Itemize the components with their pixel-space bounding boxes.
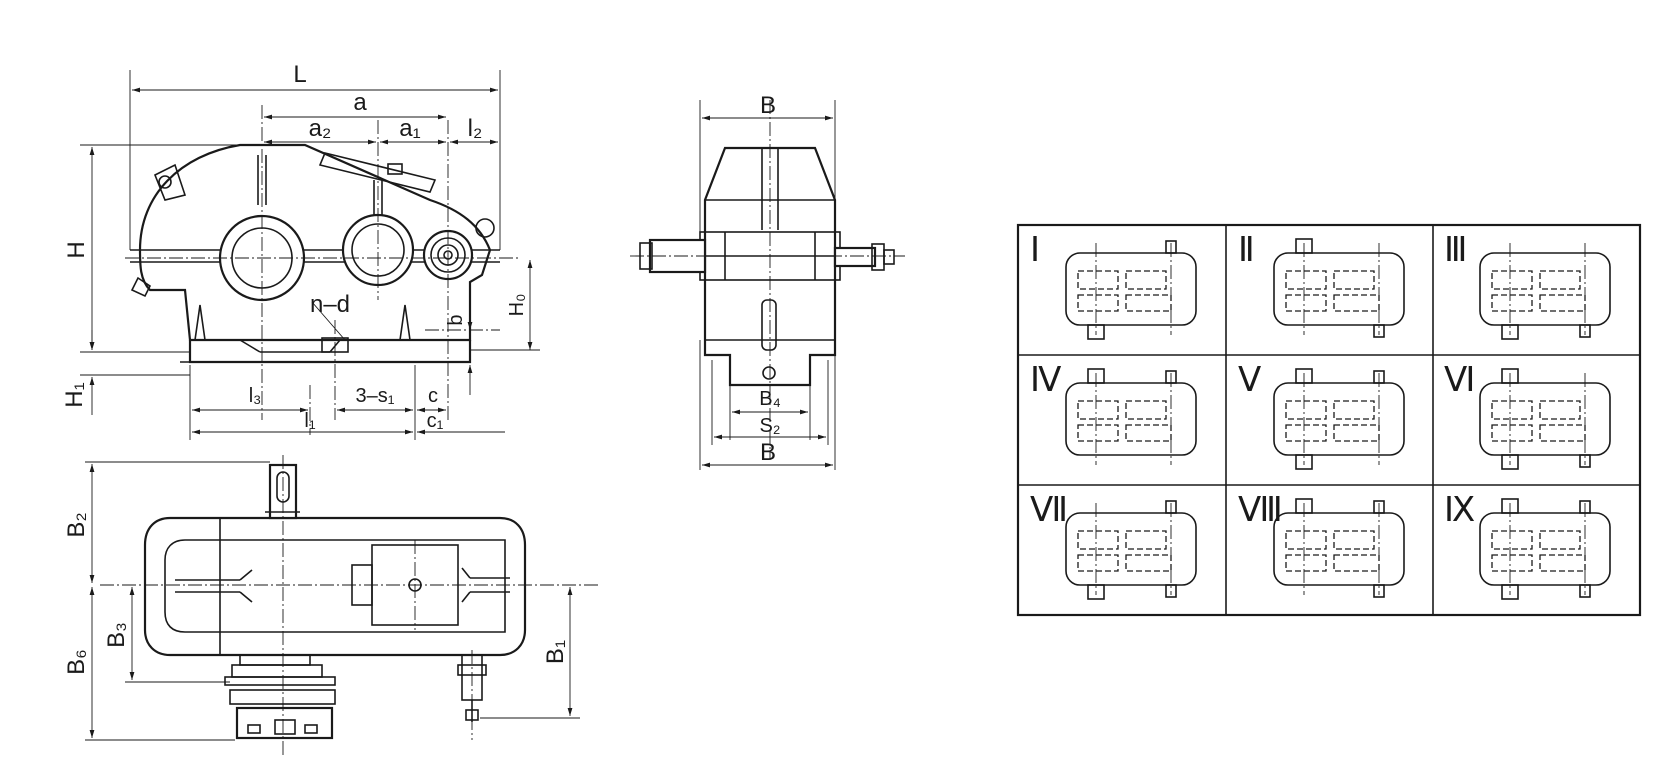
config-shaft: [1501, 584, 1519, 600]
config-housing: [1273, 252, 1405, 326]
label-l3: l₃: [249, 385, 262, 407]
config-grid-border: [1016, 223, 1642, 617]
config-number: Ⅴ: [1238, 362, 1261, 399]
config-housing: [1065, 382, 1197, 456]
label-B4: B₄: [759, 388, 781, 410]
lug-hole-right: [475, 218, 495, 238]
config-housing: [1479, 252, 1611, 326]
config-number: Ⅰ: [1030, 232, 1040, 269]
label-B3: B₃: [103, 622, 130, 648]
config-cell-4: Ⅳ: [1030, 362, 1197, 465]
label-B6: B₆: [63, 649, 90, 675]
label-a1: a₁: [399, 115, 420, 142]
label-B-top: B: [760, 92, 776, 119]
config-shaft: [1579, 454, 1591, 468]
config-cell-1: Ⅰ: [1030, 232, 1197, 340]
label-H: H: [63, 241, 90, 258]
config-number: Ⅳ: [1030, 362, 1062, 399]
top-casing-outline: [143, 516, 527, 657]
config-housing: [1479, 382, 1611, 456]
label-B2: B₂: [63, 512, 90, 537]
config-cell-6: Ⅵ: [1444, 362, 1611, 470]
label-l1: l₁: [304, 410, 315, 432]
config-number: Ⅸ: [1444, 492, 1475, 529]
config-shaft: [1295, 368, 1313, 384]
config-housing: [1065, 512, 1197, 586]
config-shaft: [1501, 498, 1519, 514]
top-view: B₂ B₃ B₆ B₁: [63, 455, 600, 757]
config-shaft: [1087, 584, 1105, 600]
config-shaft: [1579, 500, 1591, 514]
config-cell-3: Ⅲ: [1444, 232, 1611, 340]
label-H0: H₀: [506, 294, 528, 317]
config-number: Ⅱ: [1238, 232, 1255, 269]
config-housing: [1065, 252, 1197, 326]
config-number: Ⅵ: [1444, 362, 1475, 399]
config-shaft: [1579, 324, 1591, 338]
label-H1: H₁: [61, 382, 88, 407]
config-housing: [1273, 382, 1405, 456]
config-shaft: [1501, 324, 1519, 340]
config-number: Ⅲ: [1444, 232, 1467, 269]
config-shaft: [1501, 454, 1519, 470]
config-shaft: [1295, 454, 1313, 470]
config-shaft: [1165, 584, 1177, 598]
inspection-cover: [318, 152, 437, 193]
label-B1: B₁: [542, 640, 569, 664]
label-S2: S₂: [759, 415, 780, 437]
side-view: B B₄ S₂ B: [630, 92, 905, 470]
config-shaft: [1373, 584, 1385, 598]
oil-gauge: [761, 299, 777, 351]
lifting-lug-left: [153, 163, 187, 201]
config-shaft: [1295, 238, 1313, 254]
config-shaft: [1165, 500, 1177, 514]
label-l2: l₂: [468, 115, 483, 142]
leader-n-d: [311, 301, 346, 341]
config-shaft: [1501, 368, 1519, 384]
config-cell-7: Ⅶ: [1030, 492, 1197, 600]
front-casing-outline: [138, 143, 492, 342]
config-shaft: [1295, 498, 1313, 514]
drain-hole: [762, 366, 776, 380]
assembly-configuration-grid: Ⅰ Ⅱ Ⅲ Ⅳ Ⅴ Ⅵ Ⅶ Ⅷ Ⅸ: [1016, 223, 1642, 617]
label-a2: a₂: [309, 115, 332, 142]
config-cell-5: Ⅴ: [1238, 362, 1405, 470]
front-view: L a a₂ a₁ l₂ H H₀ H₁ b n–d l₃ 3–s₁ c c₁ …: [61, 61, 540, 440]
config-shaft: [1087, 324, 1105, 340]
config-shaft: [1373, 500, 1385, 514]
config-shaft: [1579, 584, 1591, 598]
config-cell-2: Ⅱ: [1238, 232, 1405, 338]
label-b: b: [445, 314, 467, 325]
config-shaft: [1165, 370, 1177, 384]
label-a: a: [353, 89, 367, 116]
config-cell-8: Ⅷ: [1238, 492, 1405, 598]
config-number: Ⅶ: [1030, 492, 1068, 529]
input-shaft-right: [833, 246, 877, 268]
config-housing: [1479, 512, 1611, 586]
config-cell-9: Ⅸ: [1444, 492, 1611, 600]
output-coupling: [235, 706, 334, 740]
lug-hole-left: [158, 175, 172, 189]
config-shaft: [1373, 324, 1385, 338]
config-number: Ⅷ: [1238, 492, 1283, 529]
config-shaft: [1165, 240, 1177, 254]
label-L: L: [293, 61, 306, 88]
label-3-s1: 3–s₁: [356, 385, 395, 407]
vent-plug: [387, 163, 403, 175]
label-c1: c₁: [427, 410, 444, 432]
config-housing: [1273, 512, 1405, 586]
drain-plug: [130, 276, 152, 298]
label-B-bottom: B: [760, 439, 776, 466]
label-n-d: n–d: [310, 291, 350, 318]
label-c: c: [428, 385, 438, 407]
config-shaft: [1087, 368, 1105, 384]
config-shaft: [1373, 370, 1385, 384]
